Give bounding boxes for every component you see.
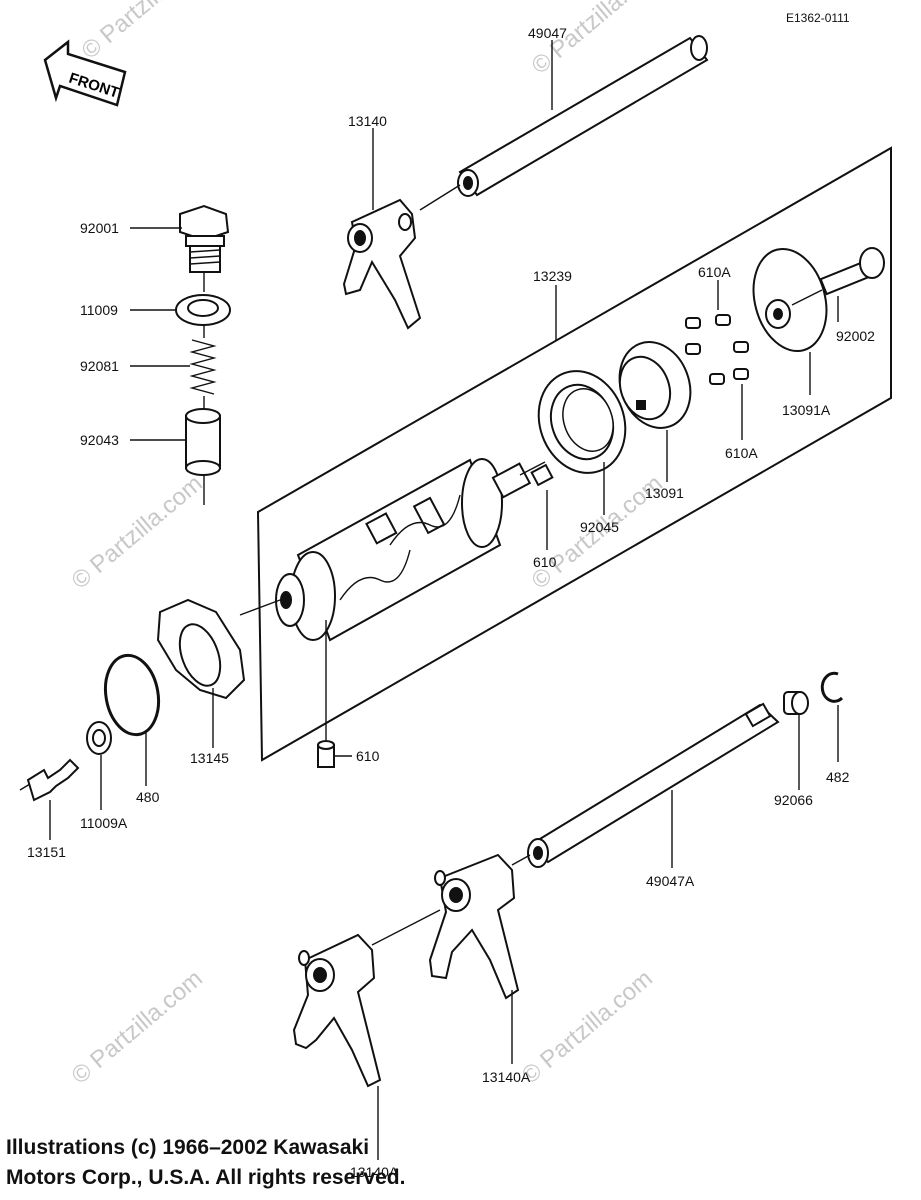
part-label-13145: 13145 bbox=[190, 750, 229, 766]
part-label-11009A: 11009A bbox=[80, 815, 128, 831]
washer-11009 bbox=[175, 294, 231, 326]
shift-rod-49047A bbox=[527, 702, 780, 868]
watermark-text: © Partzilla.com bbox=[77, 0, 218, 65]
spring-92081 bbox=[189, 339, 217, 395]
part-label-610-low: 610 bbox=[356, 748, 380, 764]
assembly-box bbox=[256, 146, 892, 762]
shift-fork-13140 bbox=[342, 198, 422, 330]
plate-13145 bbox=[156, 598, 246, 700]
part-label-13151: 13151 bbox=[27, 844, 66, 860]
part-label-49047: 49047 bbox=[528, 25, 567, 41]
part-label-13140A-lower: 13140A bbox=[350, 1164, 399, 1180]
shift-rod-49047 bbox=[457, 35, 709, 197]
circlip-480 bbox=[103, 653, 161, 737]
part-label-92066: 92066 bbox=[774, 792, 813, 808]
shift-fork-13140A-lower bbox=[292, 933, 382, 1088]
diagram-id: E1362-0111 bbox=[786, 11, 850, 25]
pins-610A bbox=[685, 314, 749, 385]
part-label-11009: 11009 bbox=[80, 302, 118, 318]
switch-13151 bbox=[19, 758, 80, 802]
bearing-92045 bbox=[537, 370, 627, 474]
watermark-text: © Partzilla.com bbox=[517, 965, 658, 1090]
part-label-13239: 13239 bbox=[533, 268, 572, 284]
part-label-49047A: 49047A bbox=[646, 873, 695, 889]
part-label-92045: 92045 bbox=[580, 519, 619, 535]
watermark-text: © Partzilla.com bbox=[67, 965, 208, 1090]
part-label-92043: 92043 bbox=[80, 432, 119, 448]
collar-92066 bbox=[783, 691, 809, 715]
part-label-13140: 13140 bbox=[348, 113, 387, 129]
bolt-92002 bbox=[819, 247, 885, 296]
pin-92043 bbox=[185, 408, 221, 476]
part-label-92001: 92001 bbox=[80, 220, 119, 236]
part-label-92002: 92002 bbox=[836, 328, 875, 344]
front-arrow-icon: FRONT bbox=[43, 39, 127, 107]
part-label-13140A: 13140A bbox=[482, 1069, 531, 1085]
washer-11009A bbox=[86, 721, 112, 755]
plate-13091A bbox=[752, 247, 828, 353]
watermark-text: © Partzilla.com bbox=[67, 470, 208, 595]
copyright-line-1: Illustrations (c) 1966–2002 Kawasaki bbox=[6, 1136, 370, 1159]
part-label-13091A: 13091A bbox=[782, 402, 831, 418]
part-label-480: 480 bbox=[136, 789, 160, 805]
shift-fork-13140A bbox=[428, 853, 520, 1000]
part-label-610A-bottom: 610A bbox=[725, 445, 758, 461]
eclip-482 bbox=[820, 671, 844, 703]
part-label-92081: 92081 bbox=[80, 358, 119, 374]
part-label-610-mid: 610 bbox=[533, 554, 557, 570]
part-label-610A-top: 610A bbox=[698, 264, 731, 280]
shift-drum-13239 bbox=[275, 458, 532, 642]
plug-92001 bbox=[179, 204, 230, 273]
part-label-13091: 13091 bbox=[645, 485, 684, 501]
part-label-482: 482 bbox=[826, 769, 850, 785]
copyright-line-2: Motors Corp., U.S.A. All rights reserved… bbox=[6, 1166, 406, 1189]
cam-13091 bbox=[618, 341, 692, 429]
pin-610-low bbox=[317, 740, 335, 768]
pin-610-mid bbox=[530, 463, 554, 487]
